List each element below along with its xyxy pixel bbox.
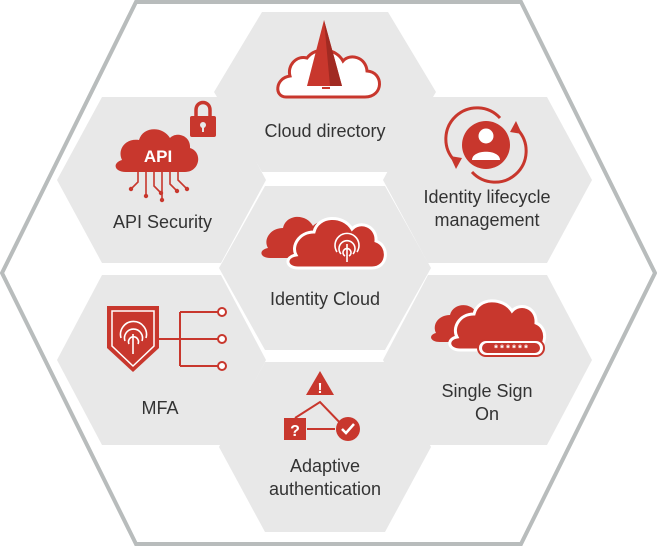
fingerprint-shield-icon [107, 306, 227, 372]
hex-adaptive-auth [219, 362, 431, 532]
hex-single-sign-on [383, 275, 592, 445]
label-mfa: MFA [141, 398, 179, 418]
question-icon-text: ? [290, 423, 300, 440]
sso-password-cloud-icon: ****** [431, 299, 546, 357]
api-icon-text: API [144, 147, 172, 166]
label-api-security: API Security [112, 212, 213, 232]
label-cloud-directory: Cloud directory [264, 121, 386, 141]
adaptive-auth-icon: ! ? [284, 371, 360, 441]
lifecycle-user-icon [444, 106, 528, 184]
label-identity-lifecycle: Identity lifecycle management [423, 187, 551, 230]
label-single-sign-on: Single Sign On [441, 381, 533, 424]
alert-icon-text: ! [318, 380, 323, 397]
fingerprint-cloud-icon [261, 216, 387, 270]
api-cloud-lock-icon: API [115, 100, 216, 203]
cloud-directory-icon [276, 20, 381, 99]
label-identity-cloud: Identity Cloud [269, 289, 381, 309]
label-adaptive-auth: Adaptive authentication [268, 456, 382, 499]
password-mask-text: ****** [493, 344, 529, 356]
